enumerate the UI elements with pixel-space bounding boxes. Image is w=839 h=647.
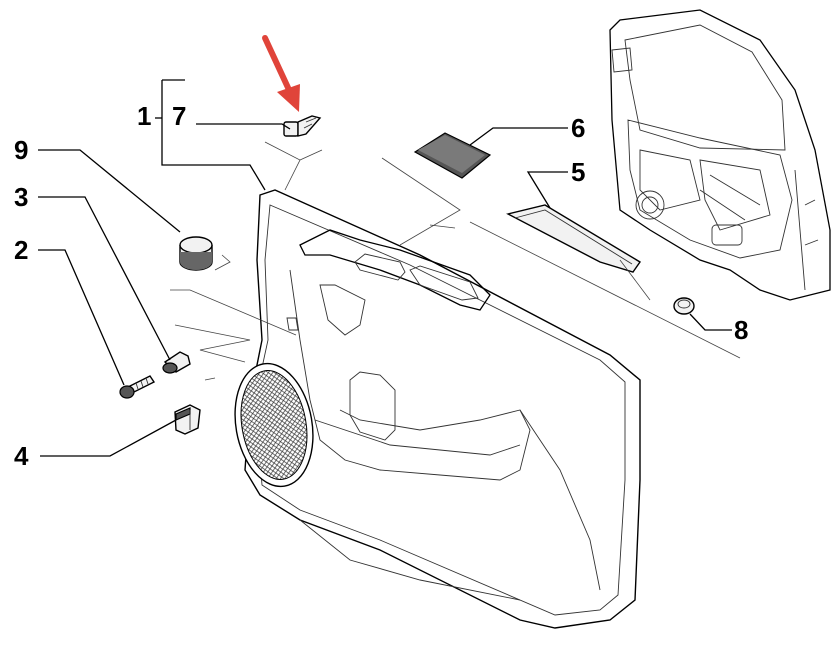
callout-labels: 1 7 9 3 2 4 6 5 8: [14, 101, 748, 471]
part-9-bumper: [179, 236, 213, 271]
leader-lines: [38, 79, 732, 457]
alignment-lines: [170, 141, 741, 381]
callout-1: 1: [137, 101, 151, 131]
highlight-arrow-icon: [262, 35, 300, 112]
part-2-screw: [119, 375, 156, 399]
callout-5: 5: [571, 157, 585, 187]
part-6-pad: [413, 132, 492, 179]
callout-7: 7: [172, 101, 186, 131]
door-trim-panel: [234, 189, 641, 629]
part-7-clip: [283, 115, 322, 137]
door-frame: [609, 9, 831, 301]
callout-6: 6: [571, 113, 585, 143]
callout-2: 2: [14, 235, 28, 265]
part-3-push-pin: [162, 351, 191, 374]
part-4-clip-nut: [174, 404, 201, 435]
callout-9: 9: [14, 135, 28, 165]
part-5-strip: [506, 204, 642, 273]
callout-3: 3: [14, 182, 28, 212]
callout-4: 4: [14, 441, 29, 471]
callout-8: 8: [734, 315, 748, 345]
part-8-plug: [673, 297, 695, 315]
